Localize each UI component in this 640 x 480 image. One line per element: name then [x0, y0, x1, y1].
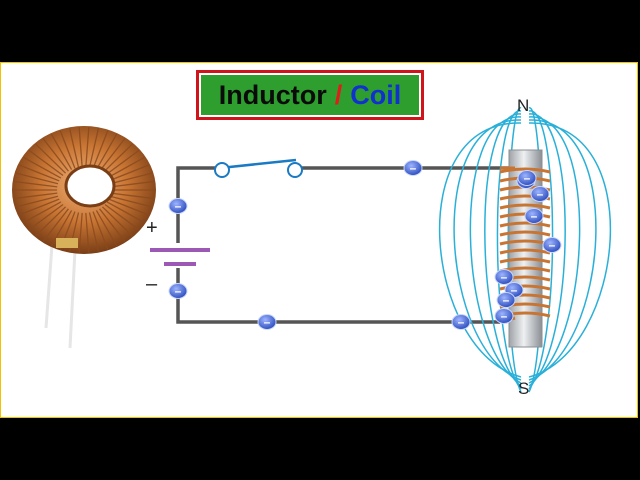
toroid-winding	[106, 156, 145, 179]
toroid-winding	[85, 127, 90, 168]
toroid-winding	[85, 212, 90, 253]
field-line	[528, 122, 612, 378]
electron-icon: –	[496, 292, 516, 308]
toroid-winding	[78, 127, 83, 168]
electron-sign: –	[503, 293, 510, 307]
electron-sign: –	[410, 161, 417, 175]
battery-minus-label: –	[146, 273, 158, 295]
toroid-winding	[50, 210, 73, 247]
electron-sign: –	[511, 283, 518, 297]
toroid-inductor-icon	[12, 126, 156, 349]
toroid-winding	[68, 128, 80, 168]
toroid-winding	[42, 138, 69, 172]
toroid-winding	[15, 195, 59, 208]
toroid-winding	[95, 210, 118, 247]
coil-turn	[499, 230, 551, 237]
toroid-winding	[88, 128, 100, 168]
toroid-winding	[99, 208, 126, 242]
coil-turn	[499, 221, 551, 228]
toroid-winding	[104, 149, 140, 177]
battery-icon	[150, 248, 210, 266]
field-line	[469, 116, 522, 384]
electron-icon: –	[168, 198, 188, 214]
electron-icon: –	[494, 269, 514, 285]
electron-sign: –	[501, 309, 508, 323]
toroid-winding	[23, 156, 62, 179]
electron-icon: –	[403, 160, 423, 176]
title-box: Inductor / Coil	[196, 70, 424, 120]
title-main: Inductor	[218, 79, 327, 110]
toroid-winding	[78, 212, 83, 253]
toroid-winding	[15, 172, 59, 185]
toroid-winding	[104, 203, 140, 231]
coil-turn	[499, 203, 551, 210]
toroid-winding	[23, 201, 62, 224]
electron-sign: –	[524, 171, 531, 185]
electron-sign: –	[175, 284, 182, 298]
electron-icon: –	[542, 237, 562, 253]
toroid-winding	[92, 211, 109, 250]
field-line	[528, 116, 581, 384]
electron-icon: –	[451, 314, 471, 330]
toroid-winding	[92, 130, 109, 169]
toroid-winding	[13, 192, 58, 200]
electron-icon: –	[168, 283, 188, 299]
field-line	[453, 119, 522, 381]
electron-sign: –	[549, 238, 556, 252]
switch-icon	[214, 158, 303, 178]
toroid-winding	[18, 164, 60, 182]
title-separator: /	[334, 79, 343, 110]
electron-icon: –	[524, 208, 544, 224]
coil-turn	[499, 248, 551, 255]
electron-sign: –	[458, 315, 465, 329]
toroid-winding	[109, 195, 153, 208]
north-pole-label: N	[517, 96, 529, 115]
toroid-winding	[35, 143, 67, 174]
toroid-winding	[50, 133, 73, 170]
electron-sign: –	[531, 209, 538, 223]
toroid-winding	[18, 198, 60, 216]
title-coil: Coil	[350, 79, 402, 110]
toroid-winding	[28, 203, 64, 231]
toroid-winding	[108, 164, 150, 182]
battery-plus-label: +	[146, 217, 158, 239]
toroid-winding	[13, 180, 58, 188]
toroid-winding	[110, 180, 155, 188]
electron-icon: –	[257, 314, 277, 330]
toroid-winding	[88, 212, 100, 252]
toroid-winding	[28, 149, 64, 177]
electron-sign: –	[175, 199, 182, 213]
coil-turn	[499, 284, 551, 291]
toroid-winding	[35, 206, 67, 237]
electron-sign: –	[537, 187, 544, 201]
south-pole-label: S	[518, 379, 529, 398]
electron-icon: –	[530, 186, 550, 202]
toroid-winding	[59, 130, 76, 169]
toroid-winding	[95, 133, 118, 170]
electron-group: ––––––––––––––	[168, 160, 562, 330]
toroid-winding	[101, 143, 133, 174]
toroid-winding	[99, 138, 126, 172]
toroid-winding	[101, 206, 133, 237]
electron-icon: –	[494, 308, 514, 324]
circuit-wires	[176, 166, 515, 324]
electron-icon: –	[517, 170, 537, 186]
toroid-winding	[110, 192, 155, 200]
field-line	[528, 119, 597, 381]
title-inner: Inductor / Coil	[201, 75, 419, 115]
electron-sign: –	[501, 270, 508, 284]
toroid-winding	[109, 172, 153, 185]
field-line	[438, 122, 522, 378]
coil-turn	[499, 257, 551, 264]
toroid-winding	[108, 198, 150, 216]
electron-sign: –	[264, 315, 271, 329]
coil-turn	[499, 167, 551, 174]
toroid-winding	[106, 201, 145, 224]
toroid-winding	[42, 208, 69, 242]
